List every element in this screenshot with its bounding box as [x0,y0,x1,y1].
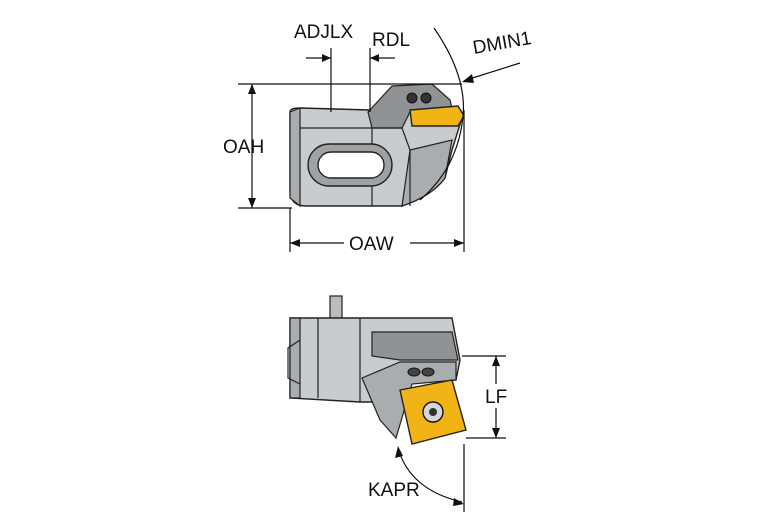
top-view-dimensions [238,27,521,252]
top-view [289,83,465,208]
screw-icon [420,92,432,104]
side-view-stem [329,295,343,321]
label-rdl: RDL [372,30,410,51]
label-dmin1: DMIN1 [471,28,533,59]
side-view-edge-3 [287,339,301,385]
top-view-edge-1 [300,127,411,151]
side-view-front [371,331,459,361]
label-kapr: KAPR [368,480,420,501]
label-oaw: OAW [349,234,394,255]
label-oah: OAH [223,137,264,158]
label-lf: LF [485,387,507,408]
screw-icon [421,367,435,377]
side-view-dimensions [395,355,506,512]
screw-icon [406,92,418,104]
side-view [287,295,467,445]
side-view-lower [361,361,457,440]
top-view-insert [409,105,465,127]
side-view-left-face [289,317,301,399]
insert-screw-center [429,408,437,416]
label-adjlx: ADJLX [294,22,353,43]
top-view-shadow-left [289,107,301,208]
top-view-slot-inner [317,151,385,179]
screw-icon [407,367,421,377]
